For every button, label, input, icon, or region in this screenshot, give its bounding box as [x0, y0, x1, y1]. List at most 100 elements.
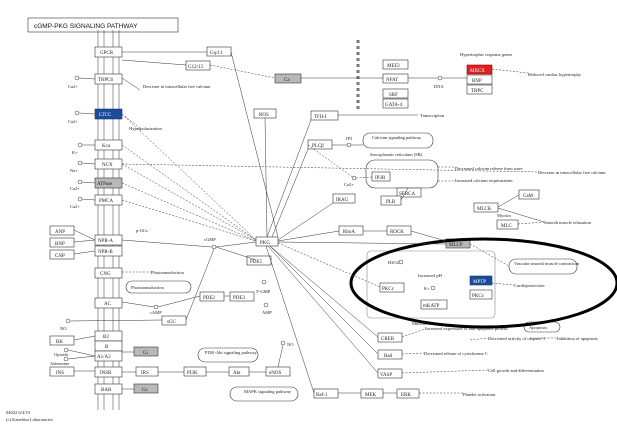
footer-id: 04022 6/4/19	[6, 410, 31, 415]
node-pde2[interactable]	[199, 291, 225, 302]
node-anp[interactable]	[49, 225, 75, 236]
label-cardioprotection: Cardioprotection	[514, 283, 545, 288]
node-pi3k[interactable]	[183, 366, 207, 377]
node-rhoa-label: RhoA	[343, 230, 355, 235]
node-gs[interactable]	[133, 383, 159, 394]
ca-circle-1	[74, 75, 80, 81]
node-anp-label: ANP	[55, 230, 65, 235]
node-mek[interactable]	[360, 388, 384, 399]
node-pkce-2[interactable]	[469, 289, 493, 300]
node-pde5[interactable]	[246, 255, 272, 266]
node-gq11[interactable]	[206, 46, 232, 57]
node-insr-label: INSR	[100, 371, 112, 376]
vsmc-link[interactable]	[508, 258, 578, 275]
no-circle-2	[280, 340, 286, 346]
node-b[interactable]	[94, 340, 123, 352]
mapk-link[interactable]	[229, 386, 299, 402]
node-sgc[interactable]	[161, 315, 187, 326]
node-ins[interactable]	[49, 366, 75, 377]
node-mrcx[interactable]	[466, 64, 493, 75]
node-bad[interactable]	[377, 349, 403, 360]
node-tfii[interactable]	[310, 110, 339, 121]
node-erk[interactable]	[396, 388, 420, 399]
node-atpase-label: ATPase	[97, 182, 113, 187]
no-label-1: NO	[60, 326, 67, 331]
node-ros-label: ROS	[259, 113, 269, 118]
node-vasp[interactable]	[377, 368, 403, 379]
label-myosin: Myosin	[497, 213, 512, 218]
node-pde2-label: PDE2	[203, 296, 215, 301]
phototransduction-box-label: Phototransduction	[131, 285, 164, 290]
node-raf1[interactable]	[313, 388, 339, 399]
node-mrcx-label: MRCX	[470, 69, 485, 74]
ca-label-1: Ca2+	[68, 84, 78, 89]
node-rhoa[interactable]	[338, 225, 364, 236]
pi3k-akt-link[interactable]	[197, 347, 259, 363]
node-serca-label: SERCA	[399, 192, 416, 197]
node-irag[interactable]	[332, 193, 356, 204]
node-srf[interactable]	[382, 88, 409, 99]
node-pkce-1[interactable]	[379, 282, 405, 293]
node-bnp[interactable]	[49, 237, 75, 248]
node-gi[interactable]	[133, 346, 159, 357]
node-bk-label: BK	[56, 340, 63, 345]
dashed-edges	[121, 64, 557, 394]
dna-label: DNA	[434, 84, 444, 89]
node-irag-label: IRAG	[336, 198, 349, 203]
node-cng[interactable]	[94, 267, 123, 279]
node-mptp[interactable]	[469, 275, 493, 286]
node-creb-label: CREB	[381, 337, 395, 342]
node-gq11-label: Gq/11	[210, 51, 223, 56]
calcium-signaling-link[interactable]	[362, 132, 434, 149]
node-irs[interactable]	[135, 366, 159, 377]
node-ltcc-label: LTCC	[99, 113, 112, 118]
node-bnp2[interactable]	[466, 74, 493, 85]
node-bar-label: BAR	[101, 388, 112, 393]
node-rock-label: ROCK	[390, 230, 404, 235]
node-cam[interactable]	[518, 189, 540, 200]
node-akt[interactable]	[228, 366, 250, 377]
node-g1213[interactable]	[185, 60, 211, 71]
node-npra-label: NPR-A	[98, 239, 113, 244]
node-vasp-label: VASP	[380, 373, 392, 378]
node-bk[interactable]	[49, 335, 75, 346]
node-trpc[interactable]	[466, 84, 493, 95]
node-pde3-label: PDE3	[233, 296, 245, 301]
node-plb[interactable]	[380, 195, 402, 206]
node-plcb[interactable]	[307, 139, 333, 150]
node-g1213-label: G12/13	[188, 65, 204, 70]
node-tfii-label: TFII-I	[314, 115, 327, 120]
node-pmca-label: PMCA	[99, 199, 114, 204]
label-hyperpolarization: Hyperpolarization	[129, 126, 162, 131]
label-phototransduction: Phototransduction	[151, 270, 184, 275]
node-mlc[interactable]	[496, 219, 519, 230]
label-decreased-ca-release: Decreased calcium release from store	[455, 166, 522, 171]
node-serca[interactable]	[396, 187, 422, 198]
node-cnp[interactable]	[49, 249, 75, 260]
highlight-ellipse	[349, 237, 617, 329]
node-ip3r[interactable]	[371, 171, 391, 182]
node-rock[interactable]	[386, 225, 412, 236]
node-mef2[interactable]	[382, 59, 409, 70]
node-pi3k-label: PI3K	[187, 371, 198, 376]
node-pde3[interactable]	[229, 291, 255, 302]
node-gata4[interactable]	[382, 98, 409, 109]
node-mkatp[interactable]	[420, 299, 448, 310]
mitochondria-compartment	[366, 250, 496, 319]
node-b-label: B	[105, 345, 109, 350]
page-title: cGMP-PKG SIGNALING PATHWAY	[34, 23, 138, 30]
h2o2-circle	[398, 259, 404, 265]
node-ac[interactable]	[94, 297, 123, 309]
node-gpcr-label: GPCR	[100, 51, 114, 56]
node-ip3r-label: IP3R	[375, 176, 386, 181]
node-nfat-label: NFAT	[386, 78, 398, 83]
node-ca-channel[interactable]	[274, 73, 302, 84]
label-inhibition-apoptosis: Inhibition of apoptosis	[557, 336, 598, 341]
node-a1a3-label: A1/A3	[97, 355, 111, 360]
node-creb[interactable]	[377, 332, 403, 343]
phototransduction-link[interactable]	[125, 280, 192, 294]
camp-label: cAMP	[150, 310, 162, 315]
node-nfat[interactable]	[382, 73, 409, 84]
node-mlck[interactable]	[473, 202, 499, 213]
node-sgc-label: sGC	[167, 320, 177, 325]
